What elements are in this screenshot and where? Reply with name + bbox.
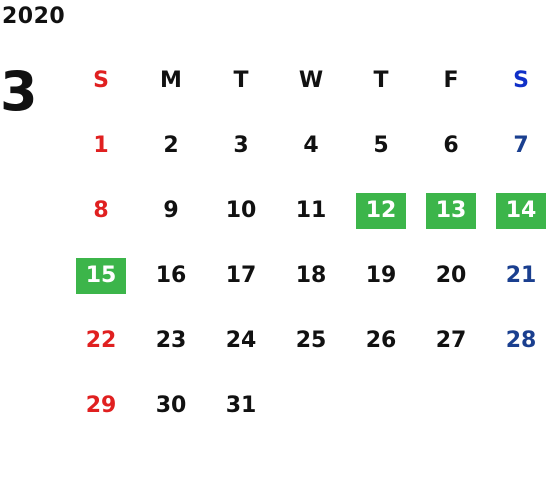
month-number: 3 (0, 60, 38, 123)
day-cell[interactable]: 6 (443, 133, 459, 158)
day-cell[interactable]: 20 (435, 263, 467, 288)
weekday-wednesday: W (298, 68, 324, 93)
weekday-friday: F (443, 68, 459, 93)
day-cell-empty (416, 373, 486, 438)
weekday-sunday: S (93, 68, 109, 93)
day-cell[interactable]: 7 (513, 133, 529, 158)
day-cell[interactable]: 18 (295, 263, 327, 288)
day-cell[interactable]: 11 (295, 198, 327, 223)
week-row: 1 2 3 4 5 6 7 (66, 113, 548, 178)
calendar-grid: S M T W T F S 1 2 3 4 5 6 7 8 9 10 11 12… (66, 48, 548, 438)
day-cell[interactable]: 5 (373, 133, 389, 158)
day-cell[interactable]: 3 (233, 133, 249, 158)
day-cell-empty (486, 373, 548, 438)
weekday-monday: M (160, 68, 182, 93)
day-cell[interactable]: 31 (225, 393, 257, 418)
day-cell-empty (346, 373, 416, 438)
year-label: 2020 (2, 4, 66, 29)
day-cell[interactable]: 17 (225, 263, 257, 288)
day-cell[interactable]: 25 (295, 328, 327, 353)
day-cell-highlighted[interactable]: 12 (346, 178, 416, 243)
day-cell[interactable]: 29 (85, 393, 117, 418)
day-cell[interactable]: 19 (365, 263, 397, 288)
day-cell[interactable]: 4 (303, 133, 319, 158)
day-cell[interactable]: 16 (155, 263, 187, 288)
week-row: 29 30 31 (66, 373, 548, 438)
day-cell-highlighted[interactable]: 15 (66, 243, 136, 308)
day-cell-empty (276, 373, 346, 438)
week-row: 22 23 24 25 26 27 28 (66, 308, 548, 373)
week-row: 8 9 10 11 12 13 14 (66, 178, 548, 243)
day-cell[interactable]: 23 (155, 328, 187, 353)
day-cell[interactable]: 27 (435, 328, 467, 353)
day-cell[interactable]: 21 (505, 263, 537, 288)
day-cell-highlighted[interactable]: 14 (486, 178, 548, 243)
week-row: 15 16 17 18 19 20 21 (66, 243, 548, 308)
day-cell[interactable]: 10 (225, 198, 257, 223)
day-cell[interactable]: 2 (163, 133, 179, 158)
day-cell[interactable]: 30 (155, 393, 187, 418)
weekday-tuesday: T (233, 68, 249, 93)
day-cell[interactable]: 22 (85, 328, 117, 353)
weekday-thursday: T (373, 68, 389, 93)
day-cell[interactable]: 24 (225, 328, 257, 353)
day-cell[interactable]: 9 (163, 198, 179, 223)
weekday-saturday: S (513, 68, 529, 93)
day-cell[interactable]: 1 (93, 133, 109, 158)
day-cell-highlighted[interactable]: 13 (416, 178, 486, 243)
day-cell[interactable]: 26 (365, 328, 397, 353)
day-cell[interactable]: 28 (505, 328, 537, 353)
weekday-header-row: S M T W T F S (66, 48, 548, 113)
day-cell[interactable]: 8 (93, 198, 109, 223)
